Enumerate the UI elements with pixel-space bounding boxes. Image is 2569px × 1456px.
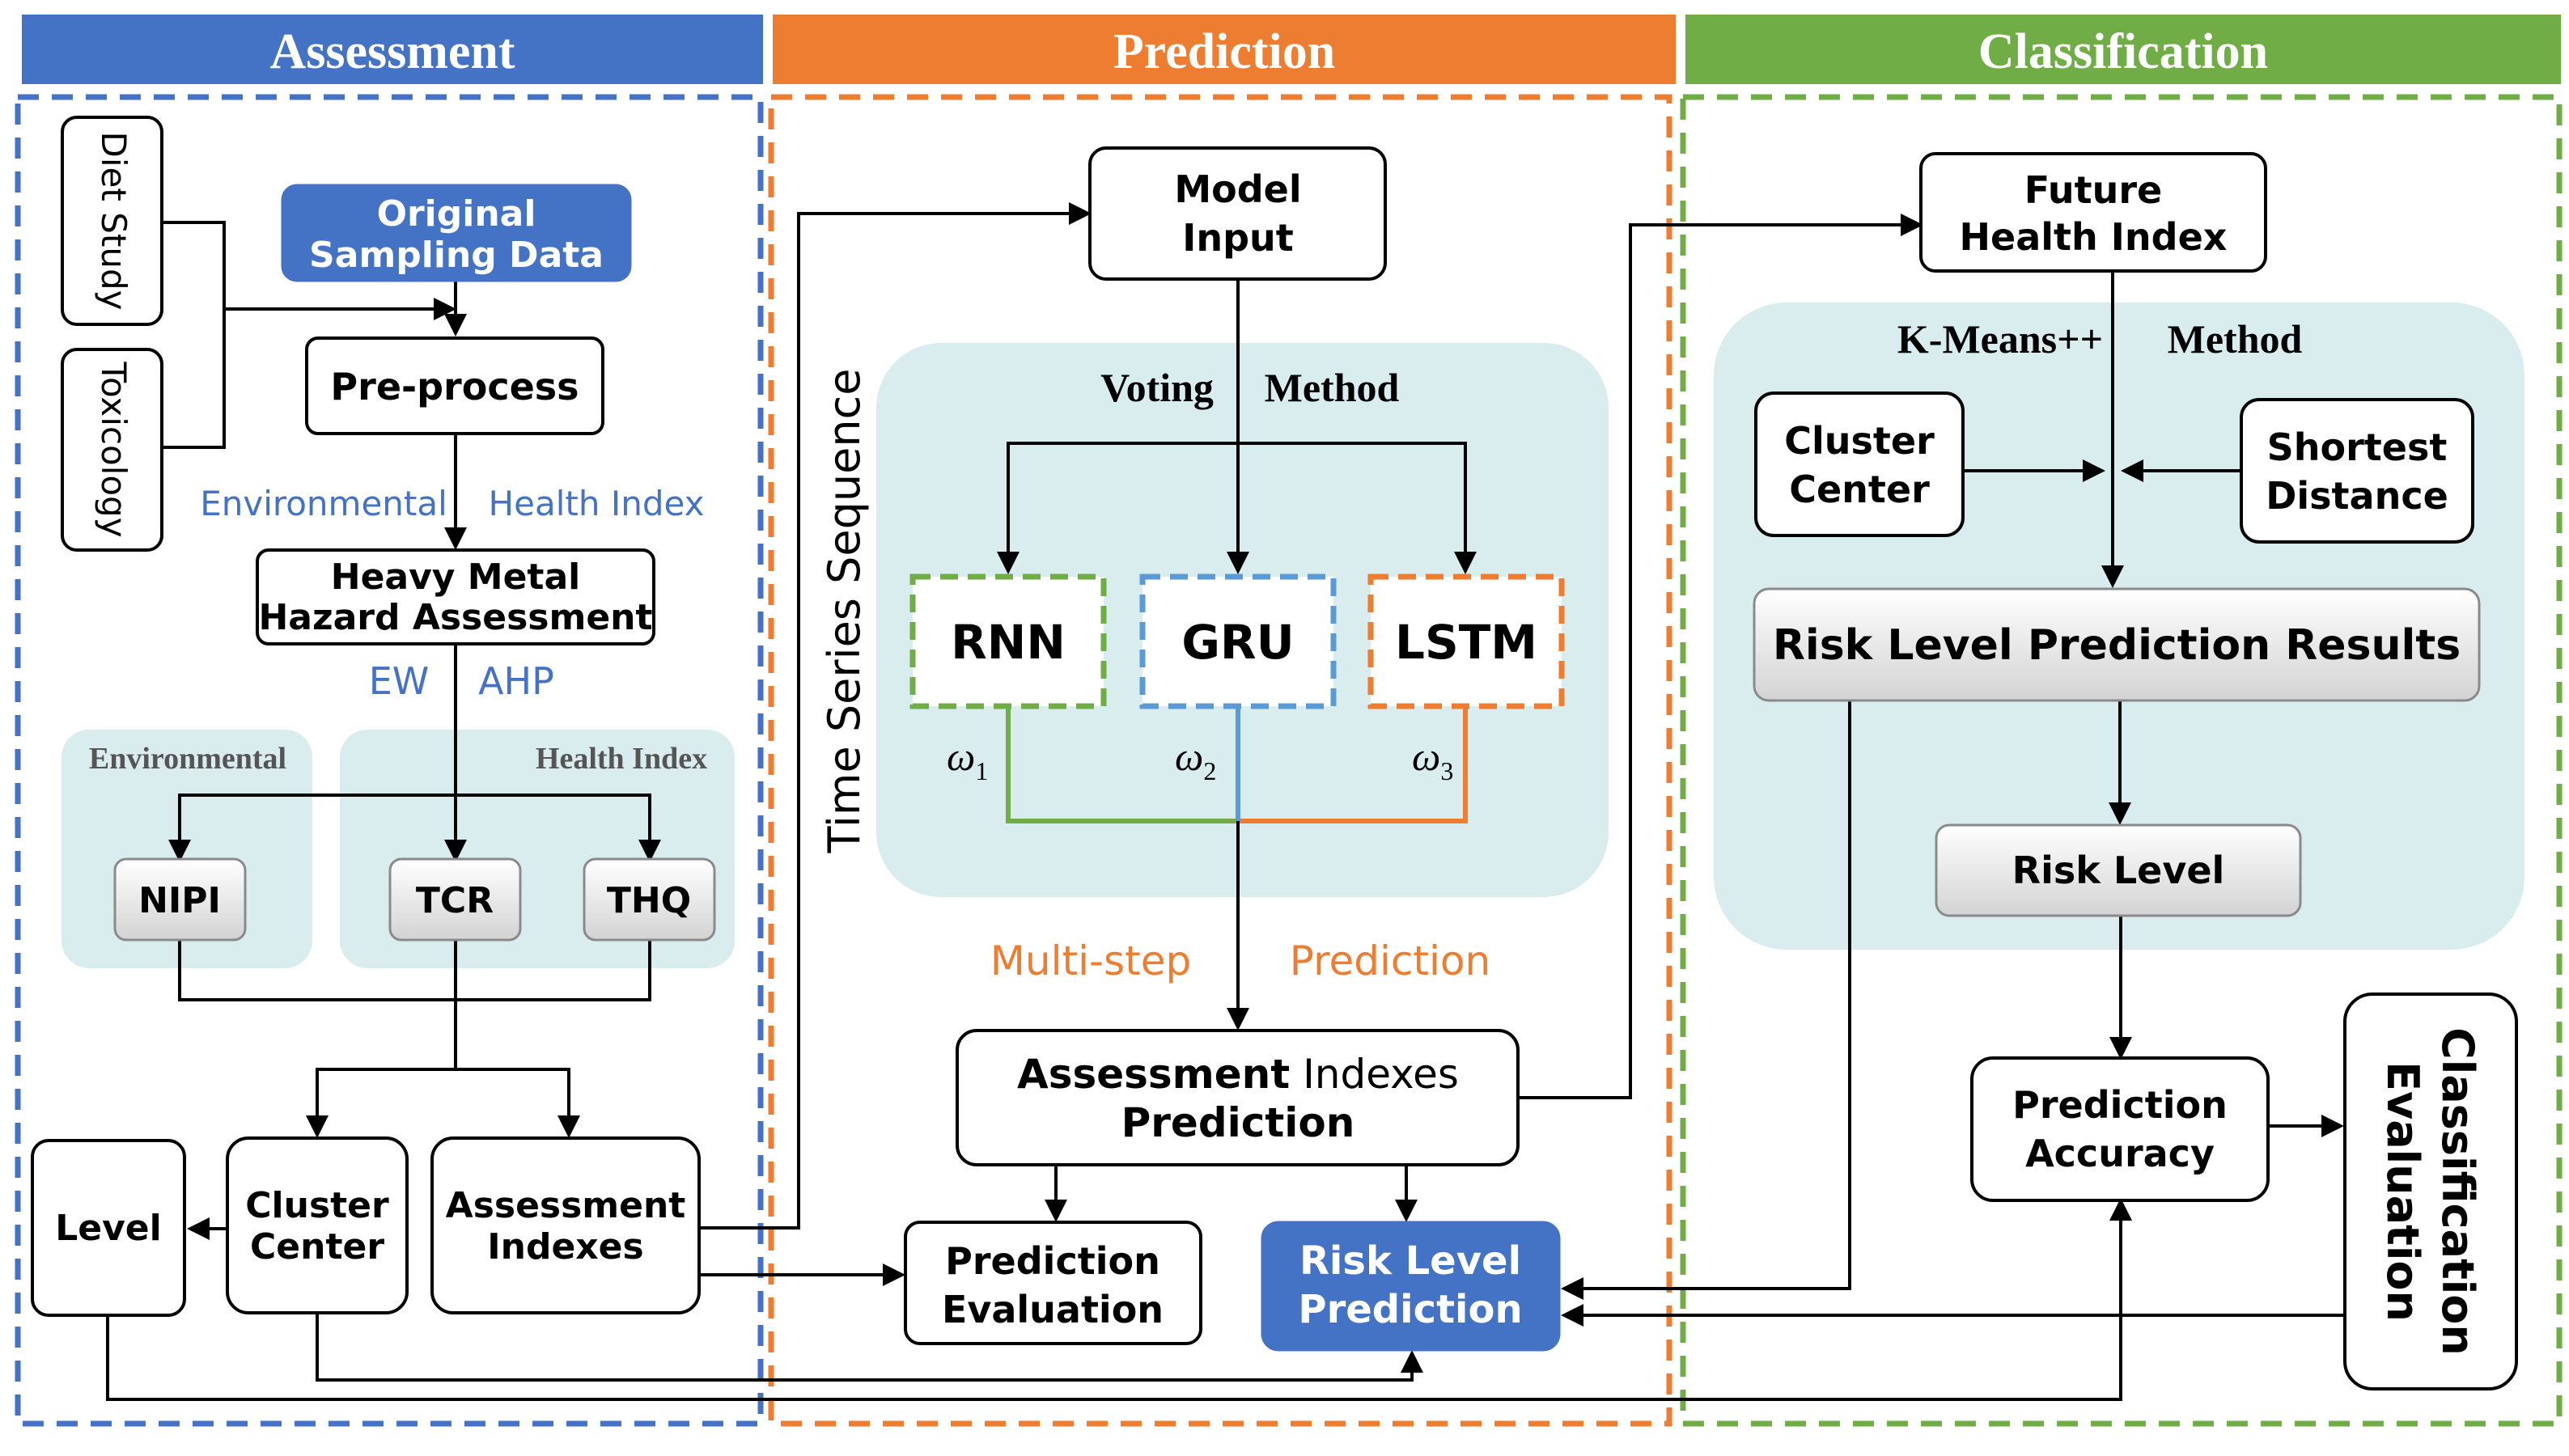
prediction-accuracy-line1: Prediction <box>2012 1083 2228 1127</box>
model-input-line1: Model <box>1174 167 1301 211</box>
prediction-evaluation-box: Prediction Evaluation <box>904 1221 1202 1345</box>
assessment-indexes-prediction-box: Assessment Indexes Prediction <box>956 1029 1520 1166</box>
prediction-evaluation-line2: Evaluation <box>942 1288 1164 1331</box>
thq-box: THQ <box>583 857 716 942</box>
weight-w1: ω1 <box>947 734 988 785</box>
classification-evaluation-line1: Classification <box>2432 1027 2483 1356</box>
level-label: Level <box>55 1208 161 1249</box>
ahp-label: AHP <box>478 659 554 703</box>
hazard-label-line1: Heavy Metal <box>331 557 580 598</box>
cluster-center-box: Cluster Center <box>226 1136 409 1314</box>
aip-line2: Prediction <box>1121 1099 1355 1146</box>
lstm-label: LSTM <box>1395 615 1537 670</box>
health-index-label: Health Index <box>489 484 705 523</box>
nipi-box: NIPI <box>113 857 247 942</box>
header-assessment-label: Assessment <box>269 24 515 79</box>
ew-label: EW <box>369 659 430 703</box>
toxicology-label: Toxicology <box>94 361 134 537</box>
preprocess-box: Pre-process <box>305 336 604 435</box>
classification-evaluation-box: Classification Evaluation <box>2343 993 2518 1390</box>
time-series-label: Time Series Sequence <box>819 369 870 854</box>
diet-study-box: Diet Study <box>61 116 163 326</box>
header-classification: Classification <box>1685 15 2561 84</box>
future-health-index-line1: Future <box>2024 168 2163 212</box>
assessment-connectors <box>106 202 2132 1401</box>
original-label-line1: Original <box>377 193 536 235</box>
prediction-evaluation-line1: Prediction <box>945 1239 1160 1283</box>
rnn-box: RNN <box>909 574 1107 709</box>
k-cluster-center-line1: Cluster <box>1784 419 1935 463</box>
model-input-line2: Input <box>1182 216 1294 260</box>
future-health-index-box: Future Health Index <box>1919 152 2267 273</box>
risk-level-prediction-line2: Prediction <box>1298 1287 1522 1332</box>
risk-level-prediction-line1: Risk Level <box>1299 1238 1521 1284</box>
risk-level-box: Risk Level <box>1935 823 2302 917</box>
classification-evaluation-line2: Evaluation <box>2377 1061 2428 1322</box>
risk-level-prediction-box: Risk Level Prediction <box>1261 1221 1561 1352</box>
aip-line1: Assessment Indexes <box>1017 1051 1459 1098</box>
gru-box: GRU <box>1139 574 1337 709</box>
original-label-line2: Sampling Data <box>309 235 604 276</box>
assessment-indexes-line1: Assessment <box>446 1185 686 1226</box>
cluster-center-line2: Center <box>250 1226 384 1268</box>
prediction-connectors <box>997 214 1923 1222</box>
kmeans-method-label: Method <box>2168 316 2303 362</box>
risk-level-prediction-results-box: Risk Level Prediction Results <box>1753 587 2481 702</box>
k-cluster-center-line2: Center <box>1789 468 1930 511</box>
classification-section-border <box>1680 94 2563 1427</box>
rnn-label: RNN <box>951 615 1066 670</box>
prediction-section-border <box>768 94 1672 1427</box>
header-prediction-label: Prediction <box>1113 24 1335 79</box>
assessment-section-border <box>15 94 764 1427</box>
preprocess-label: Pre-process <box>330 365 579 408</box>
toxicology-box: Toxicology <box>61 348 163 552</box>
cluster-center-line1: Cluster <box>245 1185 389 1226</box>
diet-study-label: Diet Study <box>94 132 134 311</box>
future-health-index-line2: Health Index <box>1960 215 2228 259</box>
assessment-indexes-box: Assessment Indexes <box>430 1136 701 1314</box>
voting-method-label: Method <box>1265 365 1400 410</box>
k-cluster-center-box: Cluster Center <box>1754 392 1965 537</box>
shortest-distance-line2: Distance <box>2266 474 2448 518</box>
weight-w3: ω3 <box>1412 734 1453 785</box>
tcr-box: TCR <box>388 857 522 942</box>
header-classification-label: Classification <box>1978 24 2268 79</box>
shortest-distance-box: Shortest Distance <box>2240 398 2474 544</box>
hazard-assessment-box: Heavy Metal Hazard Assessment <box>256 548 655 645</box>
gru-label: GRU <box>1181 615 1294 670</box>
panel-environmental-label: Environmental <box>89 742 286 776</box>
multistep-label: Multi-step <box>990 938 1191 984</box>
weight-w2: ω2 <box>1175 734 1216 785</box>
voting-label: Voting <box>1100 365 1214 410</box>
environmental-label: Environmental <box>200 484 447 523</box>
kmeans-label: K-Means++ <box>1897 316 2103 362</box>
risk-level-label: Risk Level <box>2012 849 2225 892</box>
hazard-label-line2: Hazard Assessment <box>258 597 652 638</box>
prediction-accuracy-box: Prediction Accuracy <box>1970 1056 2270 1202</box>
nipi-label: NIPI <box>138 880 221 921</box>
classification-connectors <box>1561 271 2345 1327</box>
tcr-label: TCR <box>416 880 494 921</box>
header-assessment: Assessment <box>22 15 763 84</box>
prediction-flow-label: Prediction <box>1290 938 1490 984</box>
results-label: Risk Level Prediction Results <box>1773 621 2461 670</box>
shortest-distance-line1: Shortest <box>2267 425 2448 469</box>
original-sampling-data-box: Original Sampling Data <box>281 184 632 282</box>
thq-label: THQ <box>607 880 691 921</box>
assessment-indexes-line2: Indexes <box>487 1226 643 1268</box>
level-box: Level <box>31 1139 186 1317</box>
header-prediction: Prediction <box>773 15 1676 84</box>
prediction-accuracy-line2: Accuracy <box>2025 1132 2215 1175</box>
lstm-box: LSTM <box>1367 574 1565 709</box>
model-input-box: Model Input <box>1088 146 1387 281</box>
panel-health-index-label: Health Index <box>536 742 707 776</box>
